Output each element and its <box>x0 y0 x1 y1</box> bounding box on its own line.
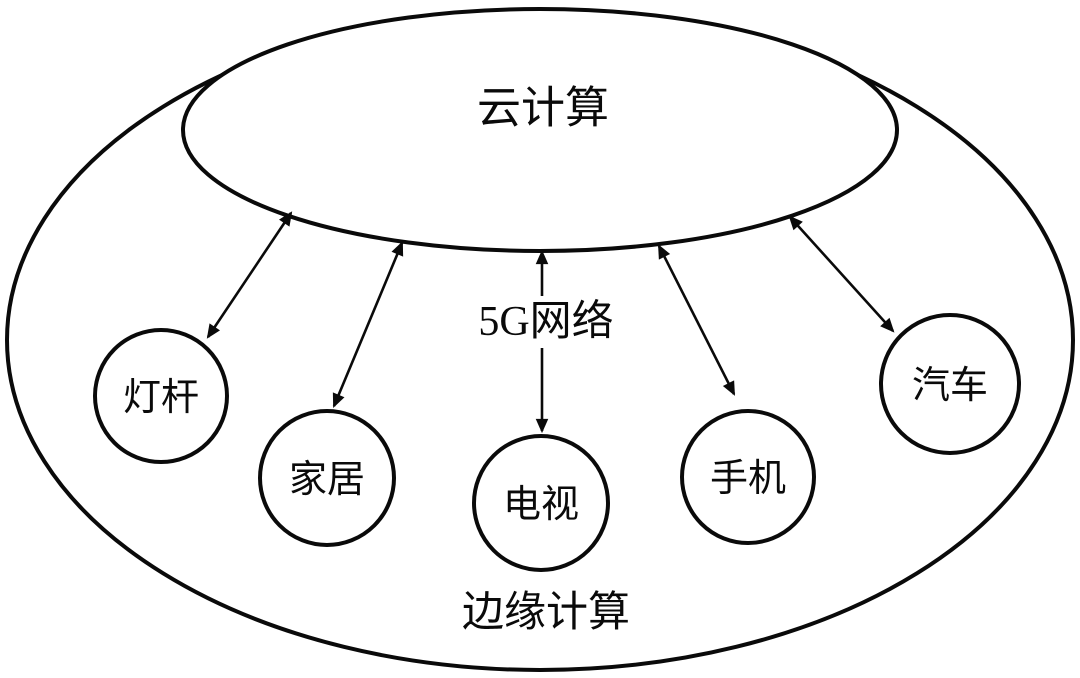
node-label-phone: 手机 <box>710 458 786 500</box>
node-circle-lamp-post <box>93 328 229 464</box>
node-label-lamp-post: 灯杆 <box>123 377 199 419</box>
network-label: 5G网络 <box>478 298 613 345</box>
edge-computing-label: 边缘计算 <box>462 590 630 636</box>
bidirectional-arrow-lamp-post <box>206 211 293 339</box>
cloud-computing-label: 云计算 <box>477 84 609 133</box>
network-label-background <box>466 296 626 348</box>
node-circle-car <box>879 313 1021 455</box>
bidirectional-arrow-car <box>788 215 895 333</box>
node-circle-phone <box>680 409 816 545</box>
node-label-tv: 电视 <box>503 484 579 526</box>
node-circle-home <box>258 409 396 547</box>
bidirectional-arrow-phone <box>657 244 736 396</box>
node-label-car: 汽车 <box>912 365 988 407</box>
bidirectional-arrow-home <box>332 241 404 408</box>
node-circle-tv <box>472 434 610 572</box>
node-label-home: 家居 <box>289 459 365 501</box>
